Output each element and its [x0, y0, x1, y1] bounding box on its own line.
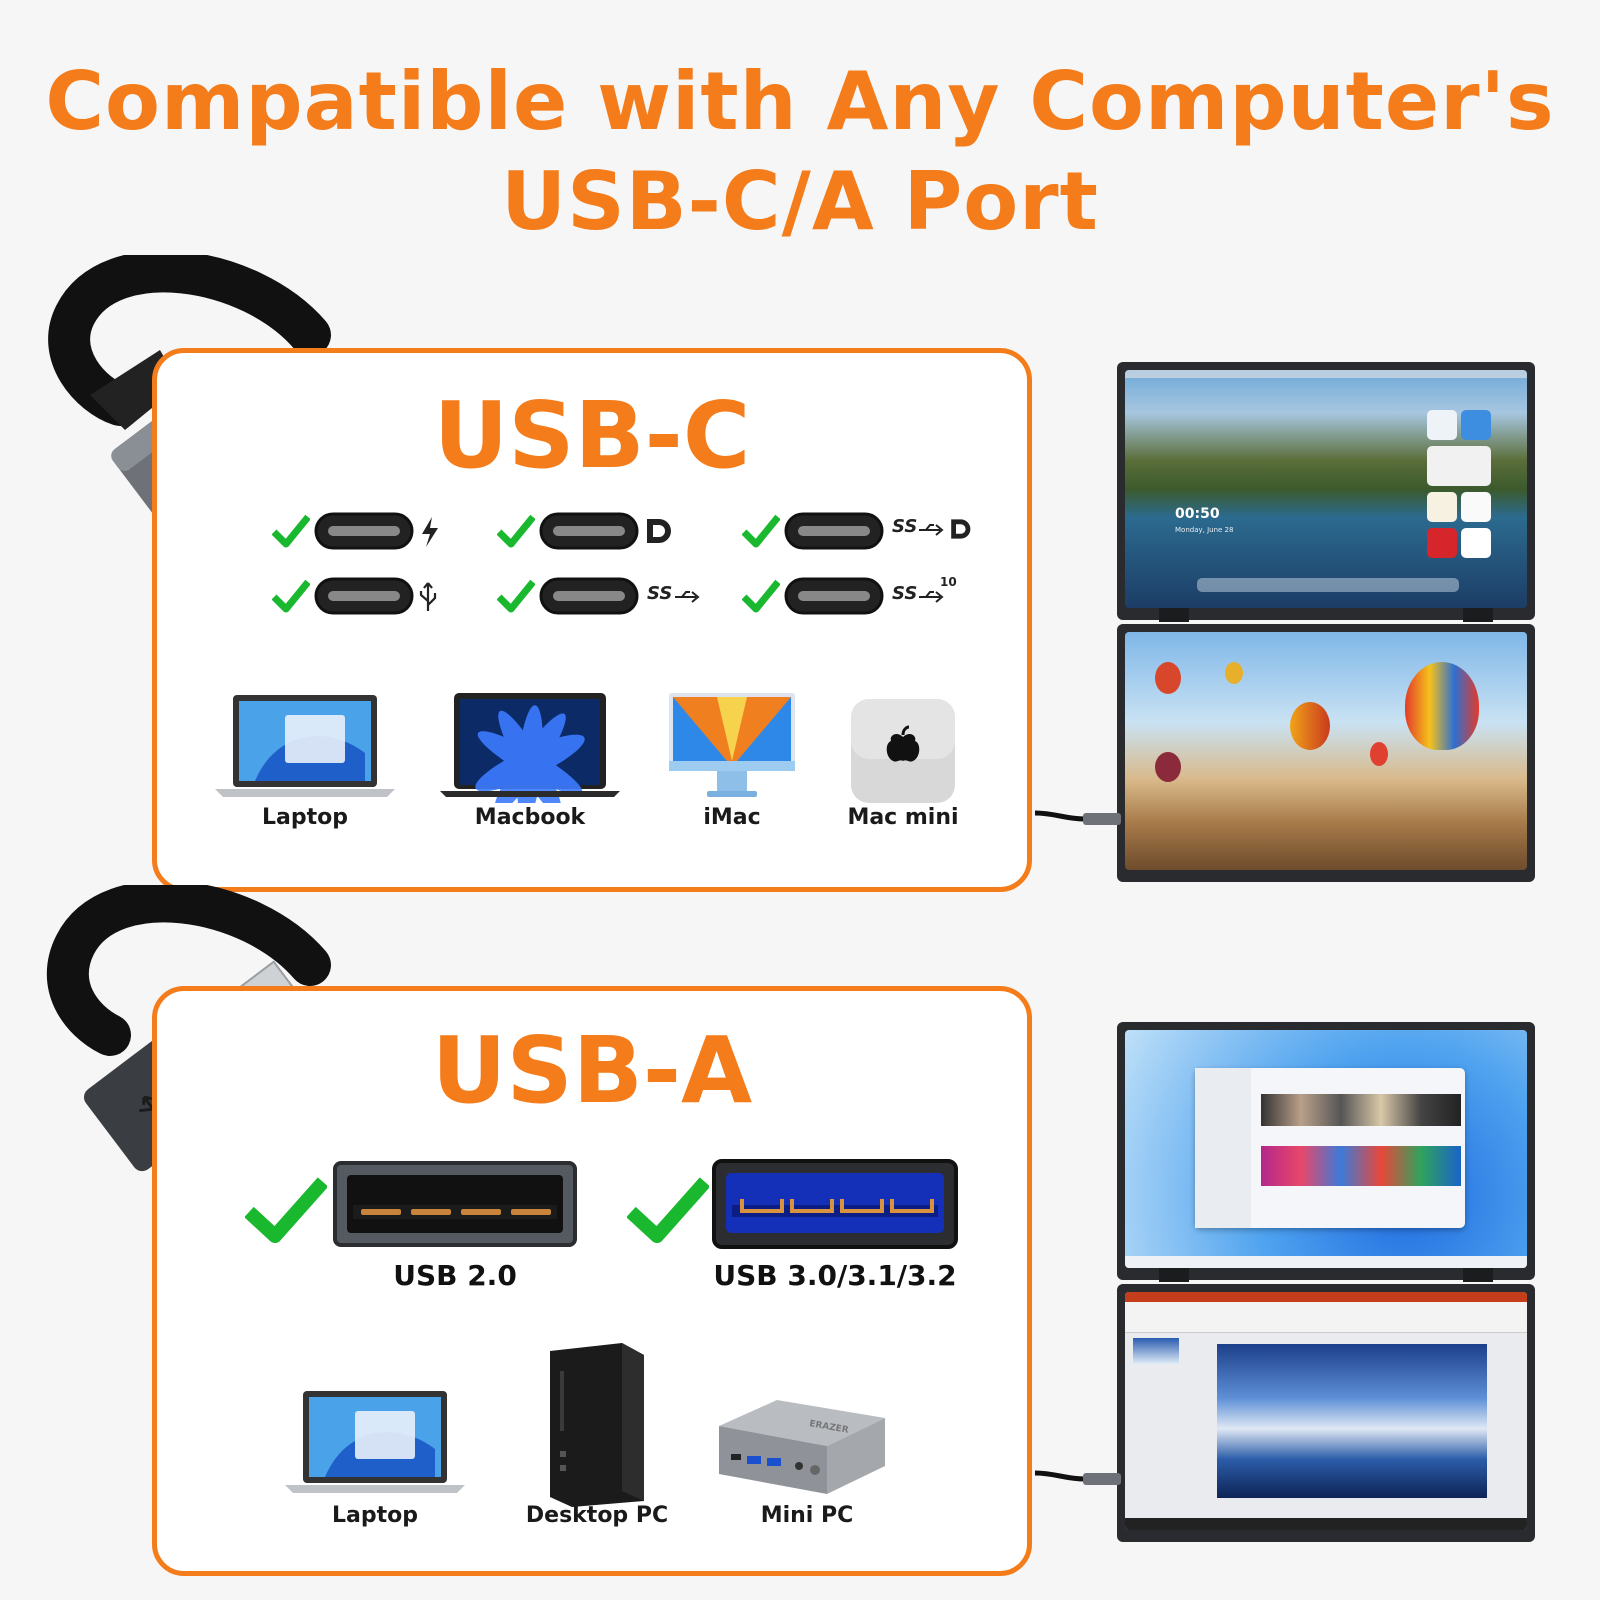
music-app-window	[1195, 1068, 1465, 1228]
windows-taskbar-dark	[1125, 1518, 1527, 1530]
monitor-cable-top	[1035, 810, 1121, 825]
usb-c-port-icon	[314, 512, 414, 550]
device-label-macbook: Macbook	[474, 805, 586, 830]
usb-c-port-icon	[314, 577, 414, 615]
usb-3-port-icon	[712, 1159, 958, 1249]
imac-illustration	[669, 693, 795, 797]
device-label-mini-pc: Mini PC	[760, 1503, 854, 1528]
usb-c-port-icon	[784, 512, 884, 550]
device-label-imac: iMac	[703, 805, 761, 830]
laptop-illustration	[215, 695, 395, 797]
device-label-laptop-a: Laptop	[332, 1503, 418, 1528]
dual-monitor-windows	[1117, 1022, 1535, 1542]
mac-mini-illustration	[851, 699, 955, 803]
port-usb	[272, 573, 512, 619]
powerpoint-screen	[1125, 1292, 1527, 1530]
usb-arrow-icon	[919, 591, 944, 603]
powerpoint-title-bar	[1125, 1292, 1527, 1302]
mac-menu-bar	[1125, 370, 1527, 378]
usb-a-panel: USB-A USB 2.0 USB 3.0/3.1/3.2 Laptop Des…	[152, 986, 1032, 1576]
balloon-wallpaper-screen	[1125, 632, 1527, 870]
usb-2-port-icon	[333, 1161, 577, 1247]
usb-3-label: USB 3.0/3.1/3.2	[713, 1259, 957, 1292]
powerpoint-ribbon	[1125, 1302, 1527, 1333]
monitor-cable-bottom	[1035, 1470, 1121, 1485]
hinge-left	[1159, 608, 1189, 622]
headline-line-2: USB-C/A Port	[501, 155, 1099, 248]
port-superspeed-displayport: SS	[742, 508, 982, 554]
mac-desktop-screen: 00:50 Monday, June 28	[1125, 370, 1527, 608]
windows-taskbar	[1125, 1256, 1527, 1268]
usb-arrow-icon	[919, 524, 944, 536]
check-icon	[627, 1177, 709, 1243]
device-label-desktop-pc: Desktop PC	[525, 1503, 669, 1528]
desktop-pc-illustration	[550, 1343, 644, 1507]
slide-canvas	[1217, 1344, 1487, 1498]
usb-c-port-icon	[539, 577, 639, 615]
check-icon	[497, 579, 535, 613]
check-icon	[272, 514, 310, 548]
port-superspeed-10: SS 10	[742, 573, 982, 619]
usb-c-panel: USB-C SS SS	[152, 348, 1032, 892]
hinge-left	[1159, 1268, 1189, 1282]
usb-c-port-icon	[784, 577, 884, 615]
check-icon	[245, 1177, 327, 1243]
mac-date: Monday, June 28	[1175, 526, 1234, 534]
superspeed-10-sup: 10	[940, 575, 957, 589]
windows-desktop-screen	[1125, 1030, 1527, 1268]
check-icon	[742, 579, 780, 613]
check-icon	[742, 514, 780, 548]
dual-monitor-mac: 00:50 Monday, June 28	[1117, 362, 1535, 882]
slide-thumbnail	[1133, 1338, 1179, 1364]
superspeed-label: SS	[892, 516, 918, 537]
usb-c-port-icon	[539, 512, 639, 550]
mac-widgets	[1427, 410, 1493, 560]
usb-icon	[419, 582, 437, 611]
device-label-laptop: Laptop	[262, 805, 348, 830]
headline-line-1: Compatible with Any Computer's	[45, 55, 1555, 148]
mini-pc-illustration: ERAZER	[719, 1400, 885, 1494]
hinge-right	[1463, 608, 1493, 622]
usb-arrow-icon	[675, 591, 700, 603]
laptop-illustration	[285, 1391, 465, 1493]
check-icon	[272, 579, 310, 613]
port-thunderbolt	[272, 508, 512, 554]
macbook-illustration	[440, 693, 620, 803]
headline: Compatible with Any Computer's USB-C/A P…	[0, 52, 1600, 252]
usb-c-title: USB-C	[433, 382, 751, 489]
device-label-mac-mini: Mac mini	[847, 805, 959, 830]
check-icon	[497, 514, 535, 548]
displayport-icon	[647, 519, 671, 543]
superspeed-label: SS	[892, 583, 918, 604]
superspeed-label: SS	[647, 583, 673, 604]
displayport-icon	[951, 519, 971, 539]
hinge-right	[1463, 1268, 1493, 1282]
mac-dock	[1197, 578, 1459, 592]
mac-clock: 00:50	[1175, 506, 1220, 522]
port-displayport	[497, 508, 737, 554]
usb-a-title: USB-A	[431, 1017, 753, 1124]
port-superspeed-usb: SS	[497, 573, 737, 619]
thunderbolt-icon	[422, 517, 438, 547]
usb-2-label: USB 2.0	[393, 1259, 517, 1292]
